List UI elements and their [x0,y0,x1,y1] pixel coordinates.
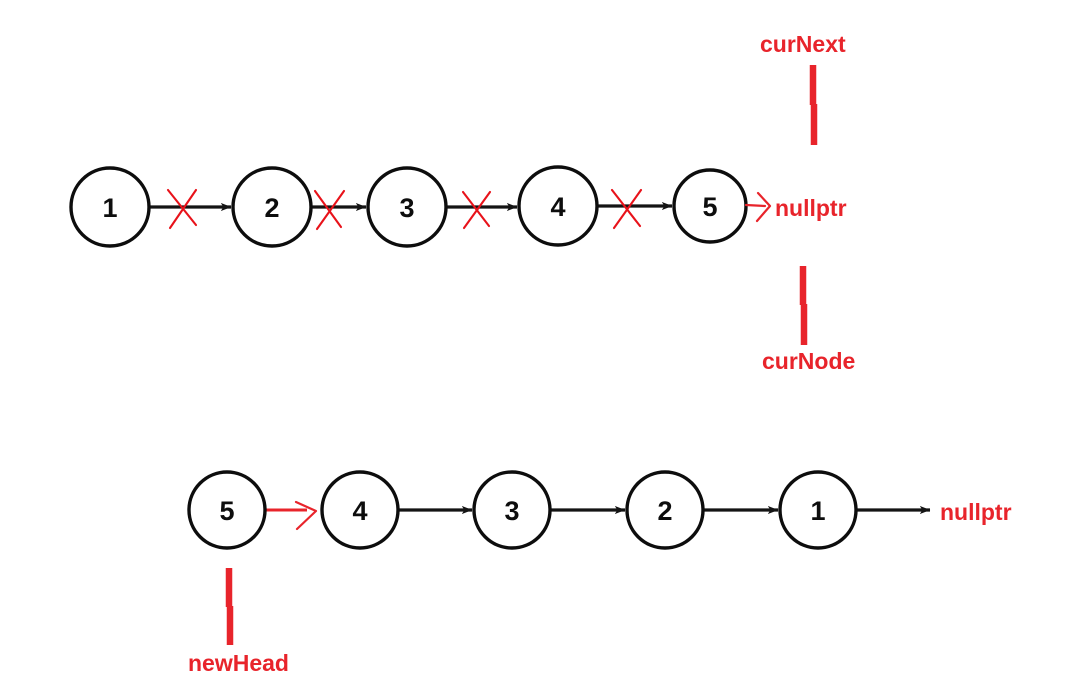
nullptr-label-bottom: nullptr [940,499,1012,525]
node-2-bottom-label: 2 [657,496,672,526]
node-5-bottom-label: 5 [219,496,234,526]
node-3-top[interactable]: 3 [366,166,448,248]
node-1-bottom-label: 1 [810,496,825,526]
pointer-newhead: newHead [188,568,289,676]
cut-mark-4-5 [610,188,643,230]
reversed-list-row: 5 4 3 2 1 nullptr [187,470,1012,550]
cut-mark-2-3 [313,189,346,231]
node-4-bottom-label: 4 [352,496,367,526]
node-1-top-label: 1 [102,193,117,223]
node-2-bottom[interactable]: 2 [625,470,705,550]
null-link-top [744,191,772,223]
node-5-top[interactable]: 5 [672,168,748,244]
node-4-bottom[interactable]: 4 [320,470,400,550]
node-4-top[interactable]: 4 [517,165,599,247]
node-5-bottom[interactable]: 5 [187,470,267,550]
node-3-bottom-label: 3 [504,496,519,526]
pointer-curnode: curNode [762,266,855,374]
node-4-top-label: 4 [550,192,565,222]
cut-mark-1-2 [166,188,198,230]
node-3-top-label: 3 [399,193,414,223]
link-5-to-4-bottom [265,500,318,531]
curnext-label: curNext [760,31,846,57]
node-2-top-label: 2 [264,193,279,223]
curnode-label: curNode [762,348,855,374]
node-2-top[interactable]: 2 [231,166,313,248]
node-5-top-label: 5 [702,192,717,222]
node-1-bottom[interactable]: 1 [778,470,858,550]
nullptr-label-top: nullptr [775,195,847,221]
cut-mark-3-4 [461,190,492,230]
pointer-curnext: curNext [760,31,846,145]
newhead-label: newHead [188,650,289,676]
original-list-row: 1 2 3 4 5 nullptr [69,165,847,248]
node-1-top[interactable]: 1 [69,166,151,248]
node-3-bottom[interactable]: 3 [472,470,552,550]
